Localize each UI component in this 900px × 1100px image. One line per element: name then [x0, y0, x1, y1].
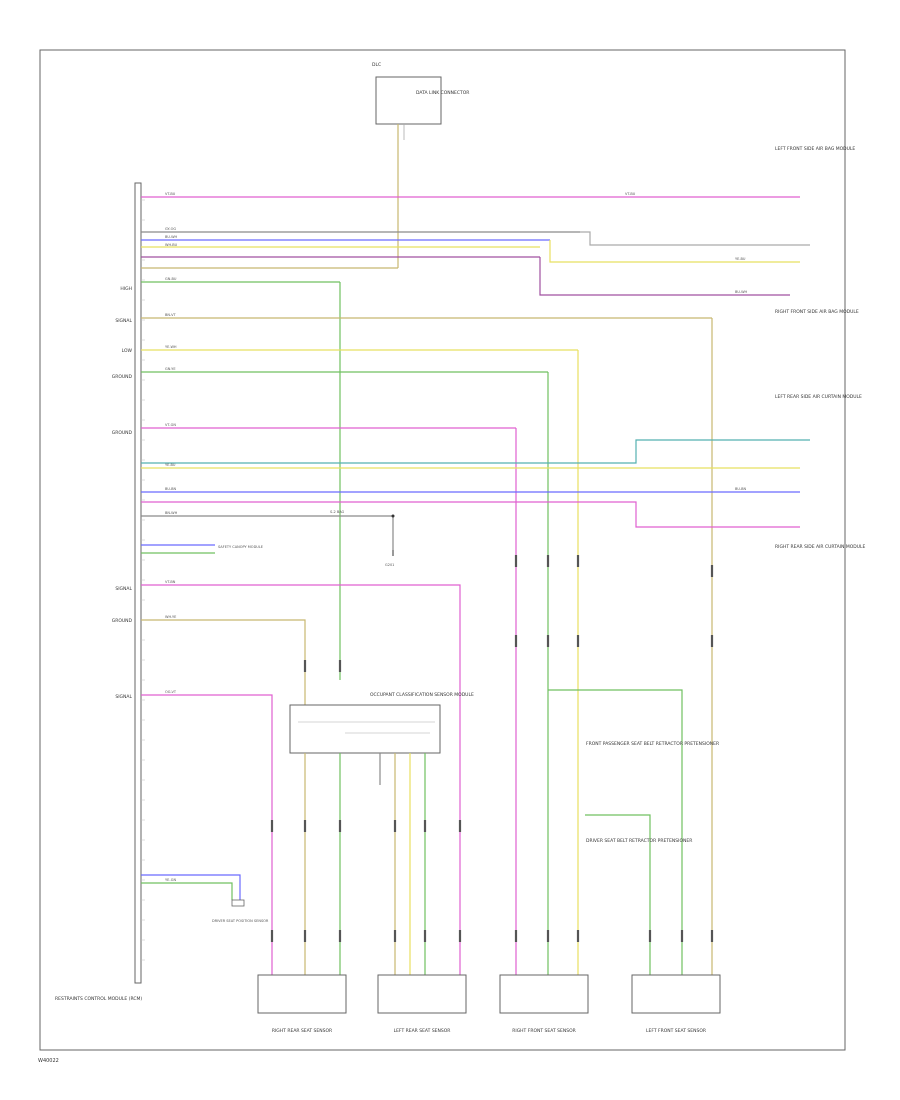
- sensor-label: RIGHT REAR SEAT SENSOR: [272, 1028, 332, 1034]
- module-pin-label: SIGNAL: [115, 318, 132, 324]
- small-component-box: [231, 899, 245, 907]
- module-pin-label: LOW: [122, 348, 133, 354]
- sensor-label: LEFT REAR SEAT SENSOR: [394, 1028, 451, 1034]
- wire-code-label: BU-BN: [735, 487, 747, 491]
- wire-code-label: YE-WH: [165, 345, 177, 349]
- splice-label: S-2 BAG: [330, 510, 345, 514]
- wire-code-label: VT-BN: [165, 580, 176, 584]
- diagram-id: W40022: [38, 1058, 59, 1064]
- data-link-connector-box: [375, 76, 442, 125]
- module-pin-label: GROUND: [112, 374, 133, 380]
- occupant-classification-module-name: OCCUPANT CLASSIFICATION SENSOR MODULE: [370, 692, 474, 698]
- right-component-label: RIGHT FRONT SIDE AIR BAG MODULE: [775, 309, 859, 315]
- wire-code-label: GY-OG: [165, 227, 176, 231]
- sensor-label: LEFT FRONT SEAT SENSOR: [646, 1028, 706, 1034]
- wire-code-label: WH-BU: [165, 243, 178, 247]
- wire-code-label: WH-YE: [165, 615, 176, 619]
- small-component-label: SAFETY CANOPY MODULE: [218, 545, 263, 549]
- module-pin-ticks: [141, 199, 145, 961]
- center-module-wires: [304, 753, 426, 975]
- right-component-label: LEFT FRONT SIDE AIR BAG MODULE: [775, 146, 855, 152]
- front-note-label: FRONT PASSENGER SEAT BELT RETRACTOR PRET…: [586, 741, 719, 747]
- wire-code-label: BN-VT: [165, 313, 176, 317]
- wire-code-label: YE-GN: [165, 878, 176, 882]
- module-pin-label: GROUND: [112, 618, 133, 624]
- wire-code-label: YE-BU: [735, 257, 746, 261]
- wire-code-label: BN-WH: [165, 511, 178, 515]
- wire-code-label: BU-WH: [735, 290, 748, 294]
- connector-markers: [270, 555, 714, 942]
- wire-code-label: YE-BU: [165, 463, 176, 467]
- sensor-label: RIGHT FRONT SEAT SENSOR: [512, 1028, 576, 1034]
- front-sensor-wires: [548, 689, 683, 975]
- module-pin-label: SIGNAL: [115, 586, 132, 592]
- module-pin-label: HIGH: [120, 286, 132, 292]
- wire-code-label: VT-BU: [165, 192, 176, 196]
- wire-code-label: GN-BU: [165, 277, 177, 281]
- wire-code-label: VT-BU: [625, 192, 636, 196]
- data-link-connector-name: DLC: [372, 62, 381, 68]
- module-name: RESTRAINTS CONTROL MODULE (RCM): [55, 996, 142, 1002]
- wire-code-label: BU-BN: [165, 487, 177, 491]
- sensor-boxes: [257, 974, 721, 1014]
- right-component-label: RIGHT REAR SIDE AIR CURTAIN MODULE: [775, 544, 866, 550]
- data-link-connector-note: DATA LINK CONNECTOR: [416, 90, 469, 96]
- occupant-classification-module-box: [289, 704, 441, 754]
- wire-code-label: GN-YE: [165, 367, 176, 371]
- module-wire-bundle: [141, 196, 810, 975]
- module-pin-label: GROUND: [112, 430, 133, 436]
- wire-code-label: VT-GN: [165, 423, 176, 427]
- small-component-label: DRIVER SEAT POSITION SENSOR: [212, 919, 269, 923]
- front-note-label: DRIVER SEAT BELT RETRACTOR PRETENSIONER: [586, 838, 692, 844]
- ground-label: G201: [385, 563, 394, 567]
- splice-point: [391, 514, 395, 518]
- module-pin-label: SIGNAL: [115, 694, 132, 700]
- diagram-frame: [39, 49, 846, 1051]
- restraints-control-module-block: [134, 182, 142, 984]
- wire-code-label: BU-WH: [165, 235, 178, 239]
- wire-code-label: OG-VT: [165, 690, 177, 694]
- right-component-label: LEFT REAR SIDE AIR CURTAIN MODULE: [775, 394, 862, 400]
